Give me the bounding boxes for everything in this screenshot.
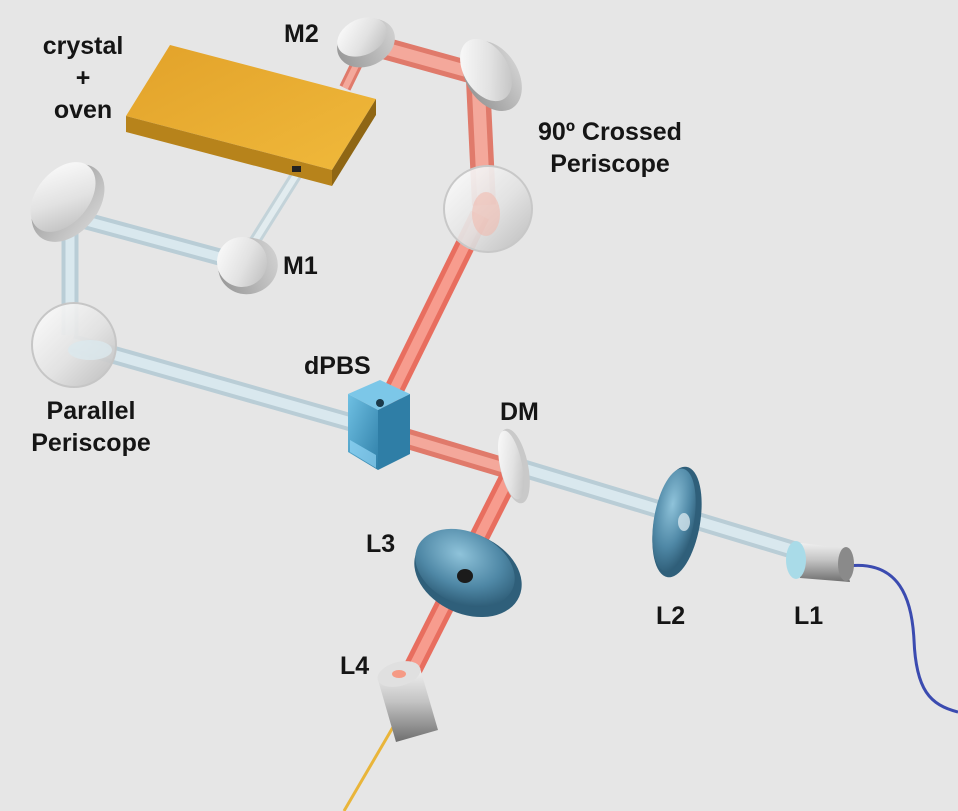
crossed-periscope-label-line-2: Periscope xyxy=(550,150,670,178)
dm-label: DM xyxy=(500,398,539,426)
m2-label: M2 xyxy=(284,20,319,48)
collimator-l4 xyxy=(377,661,438,742)
crossed-periscope-label: 90º Crossed Periscope xyxy=(522,116,698,180)
dichroic-mirror xyxy=(498,428,530,504)
crystal-oven-label-line-3: oven xyxy=(53,96,113,124)
crystal-oven-label-line-1: crystal xyxy=(42,32,124,60)
output-fiber xyxy=(342,721,398,811)
parallel-periscope-label: Parallel Periscope xyxy=(16,395,166,459)
m1-label: M1 xyxy=(283,252,318,280)
parallel-periscope-upper-mirror xyxy=(30,162,105,242)
dpbs-cube xyxy=(348,380,410,470)
dpbs-label: dPBS xyxy=(304,352,371,380)
l4-label: L4 xyxy=(340,652,370,680)
l3-label: L3 xyxy=(366,530,396,558)
crossed-periscope-upper-mirror xyxy=(460,38,522,112)
parallel-periscope-label-line-2: Periscope xyxy=(31,429,151,457)
collimator-l1 xyxy=(786,541,854,582)
crystal-oven-label: crystal + oven xyxy=(28,30,138,126)
parallel-periscope-label-line-1: Parallel xyxy=(46,397,136,425)
crossed-periscope-lower-mirror xyxy=(443,165,533,253)
l2-label: L2 xyxy=(656,602,686,630)
lens-l2 xyxy=(652,466,702,578)
l1-label: L1 xyxy=(794,602,824,630)
pump-fiber xyxy=(847,563,958,714)
mirror-m1 xyxy=(217,237,278,295)
mirror-m2 xyxy=(337,17,395,68)
crystal-oven-label-line-2: + xyxy=(75,64,91,92)
crossed-periscope-label-line-1: 90º Crossed xyxy=(538,118,682,146)
lens-l3 xyxy=(414,528,522,618)
crystal-oven xyxy=(126,45,376,186)
parallel-periscope-lower-mirror xyxy=(31,302,117,388)
